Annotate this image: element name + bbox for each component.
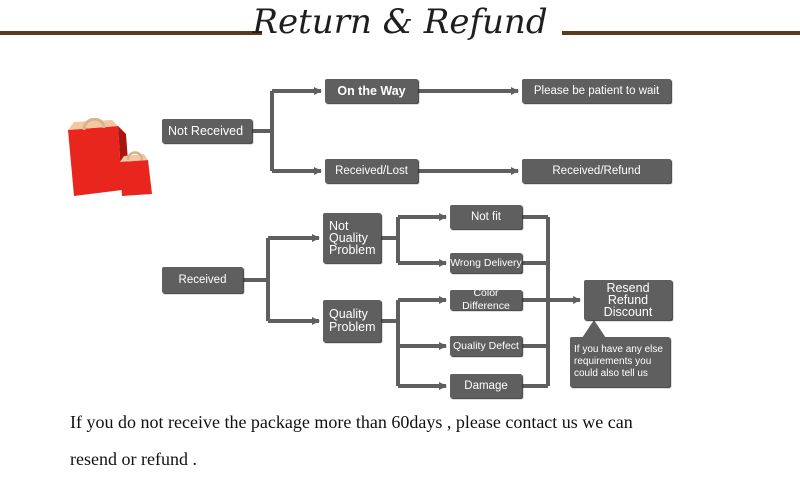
shopping-bag-icon — [68, 118, 152, 196]
node-on-the-way: On the Way — [325, 79, 418, 103]
quality-line-2: Problem — [329, 320, 376, 334]
refund-line: Refund — [607, 293, 649, 307]
node-patient: Please be patient to wait — [522, 79, 671, 103]
node-color-difference: Color Difference — [450, 287, 522, 312]
node-quality-defect: Quality Defect — [450, 336, 522, 356]
node-not-fit: Not fit — [450, 205, 522, 229]
node-received-refund: Received/Refund — [522, 159, 671, 183]
node-received: Received — [162, 267, 243, 293]
footer-line-2: resend or refund . — [70, 449, 197, 469]
note-line-3: could also tell us — [574, 368, 648, 379]
node-received-lost: Received/Lost — [325, 159, 418, 183]
footer-note: If you do not receive the package more t… — [70, 404, 770, 478]
node-quality-problem: Quality Problem — [323, 300, 381, 342]
not-quality-line-2: Quality — [329, 231, 368, 245]
resend-line: Resend — [606, 281, 650, 295]
note-line-1: If you have any else — [574, 344, 663, 355]
node-not-received: Not Received — [162, 119, 252, 143]
node-resend-refund-discount: Resend Refund Discount — [584, 280, 672, 320]
discount-line: Discount — [603, 305, 653, 319]
footer-line-1: If you do not receive the package more t… — [70, 412, 633, 432]
node-not-quality-problem: Not Quality Problem — [323, 213, 381, 263]
title-line-left — [0, 31, 262, 35]
quality-line-1: Quality — [329, 307, 368, 321]
node-wrong-delivery: Wrong Delivery — [450, 253, 522, 273]
not-quality-line-3: Problem — [329, 243, 376, 257]
node-damage: Damage — [450, 374, 522, 398]
title-line-right — [562, 31, 800, 35]
page-title: Return & Refund — [252, 2, 548, 42]
note-line-2: requirements you — [574, 356, 652, 367]
node-requirements-note: If you have any else requirements you co… — [570, 337, 670, 387]
not-quality-line-1: Not — [329, 219, 349, 233]
